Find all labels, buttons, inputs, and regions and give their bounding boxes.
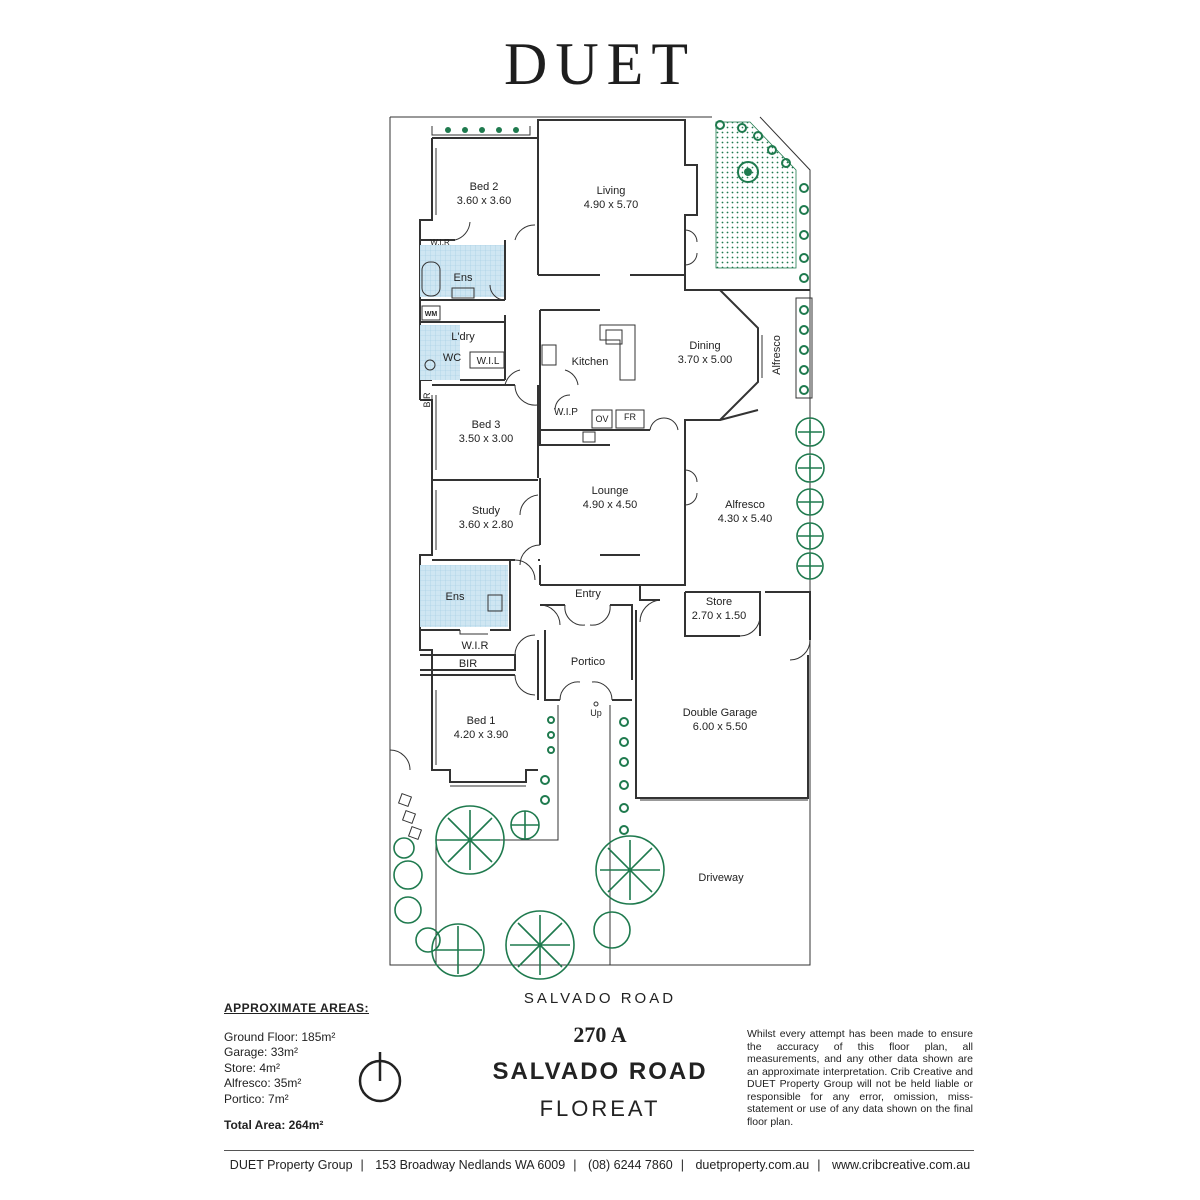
garage-label: Double Garage: [683, 707, 758, 719]
lounge-label: Lounge: [592, 485, 629, 497]
doors: [389, 221, 811, 771]
disclaimer: Whilst every attempt has been made to en…: [747, 1028, 973, 1128]
dining-label: Dining: [689, 340, 720, 352]
address-suburb: FLOREAT: [539, 1096, 661, 1121]
stepping-stones: [397, 792, 423, 841]
approximate-areas: APPROXIMATE AREAS: Ground Floor: 185m² G…: [224, 1001, 369, 1134]
bir-top-label: BIR: [422, 392, 432, 408]
study-dim: 3.60 x 2.80: [459, 519, 513, 531]
dining-dim: 3.70 x 5.00: [678, 354, 732, 366]
house-walls: [419, 119, 759, 783]
wir-top-label: W.I.R: [430, 238, 450, 247]
bir-bottom-label: BIR: [459, 658, 477, 670]
alfresco-dim: 4.30 x 5.40: [718, 513, 772, 525]
lounge-dim: 4.90 x 4.50: [583, 499, 637, 511]
bed2-label: Bed 2: [470, 181, 499, 193]
bed3-dim: 3.50 x 3.00: [459, 433, 513, 445]
area-garage: Garage: 33m²: [224, 1045, 299, 1059]
entry-label: Entry: [575, 588, 601, 600]
footer-address: 153 Broadway Nedlands WA 6009: [375, 1158, 566, 1172]
footer-crib-website[interactable]: www.cribcreative.com.au: [831, 1158, 971, 1172]
street-label: SALVADO ROAD: [523, 990, 677, 1007]
alfresco-label: Alfresco: [725, 499, 765, 511]
courtyard-garden: [715, 121, 797, 269]
up-label: Up: [590, 708, 602, 718]
hedge-right-mid: [795, 297, 813, 399]
hedge-right-top: [715, 120, 809, 283]
area-portico: Portico: 7m²: [224, 1091, 289, 1106]
area-total: Total Area: 264m²: [224, 1118, 324, 1132]
wil-label: W.I.L: [477, 356, 500, 367]
kitchen-bench: [541, 324, 645, 443]
front-garden-trees: [393, 805, 665, 980]
wip-label: W.I.P: [554, 407, 578, 418]
address-number: 270 A: [573, 1022, 627, 1047]
oven-label: OV: [595, 414, 608, 424]
ens-top-label: Ens: [454, 272, 473, 284]
store-label: Store: [706, 596, 732, 608]
driveway-label: Driveway: [698, 872, 744, 884]
fridge-label: FR: [624, 412, 636, 422]
room-labels: Bed 2 3.60 x 3.60 Living 4.90 x 5.70 W.I…: [422, 181, 783, 884]
north-compass-icon: [358, 1052, 402, 1103]
ens-bottom-label: Ens: [446, 591, 465, 603]
hedge-top: [445, 127, 519, 133]
address-street: SALVADO ROAD: [492, 1058, 708, 1085]
trees-right: [795, 417, 825, 580]
area-alfresco: Alfresco: 35m²: [224, 1076, 302, 1090]
wet-area-top: [420, 245, 505, 380]
living-label: Living: [597, 185, 626, 197]
laundry-label: L'dry: [451, 331, 475, 343]
step-marker: [593, 701, 599, 707]
living-dim: 4.90 x 5.70: [584, 199, 638, 211]
area-store: Store: 4m²: [224, 1060, 281, 1075]
lot-boundary: [389, 116, 811, 966]
kitchen-label: Kitchen: [572, 356, 609, 368]
path-plants: [540, 716, 629, 835]
study-label: Study: [472, 505, 501, 517]
areas-heading: APPROXIMATE AREAS:: [224, 1001, 370, 1015]
garage-dim: 6.00 x 5.50: [693, 721, 747, 733]
footer-company: DUET Property Group: [229, 1158, 353, 1172]
bed2-dim: 3.60 x 3.60: [457, 195, 511, 207]
alfresco-side-label: Alfresco: [771, 335, 783, 375]
internal-walls: [420, 120, 811, 801]
portico-label: Portico: [571, 656, 605, 668]
wir-bottom-label: W.I.R: [462, 640, 489, 652]
footer-divider: [224, 1150, 974, 1151]
brand-logo: DUET: [504, 31, 696, 97]
windows: [431, 148, 763, 787]
footer-website[interactable]: duetproperty.com.au: [695, 1158, 810, 1172]
bed1-dim: 4.20 x 3.90: [454, 729, 508, 741]
wm-label: WM: [425, 311, 438, 318]
bed3-label: Bed 3: [472, 419, 501, 431]
store-dim: 2.70 x 1.50: [692, 610, 746, 622]
bed1-label: Bed 1: [467, 715, 496, 727]
footer-phone: (08) 6244 7860: [587, 1158, 673, 1172]
footer: DUET Property Group| 153 Broadway Nedlan…: [229, 1158, 971, 1172]
wc-label: WC: [443, 352, 461, 364]
area-ground-floor: Ground Floor: 185m²: [224, 1029, 336, 1044]
wet-area-bottom: [420, 565, 508, 627]
